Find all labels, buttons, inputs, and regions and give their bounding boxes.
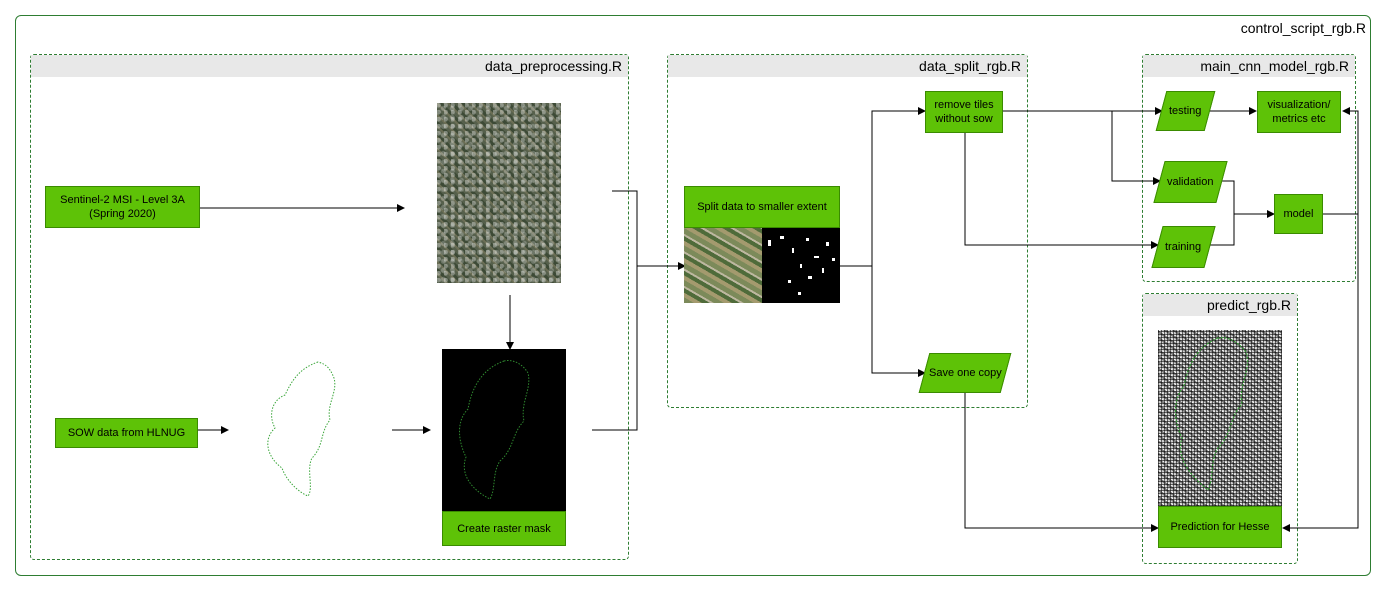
hesse-outline-shape bbox=[267, 361, 336, 497]
training-node[interactable]: training bbox=[1151, 226, 1216, 268]
model-label: model bbox=[1283, 208, 1314, 220]
cnn-container: main_cnn_model_rgb.R bbox=[1142, 54, 1356, 282]
split-extent-node[interactable]: Split data to smaller extent bbox=[684, 186, 840, 228]
edge-remove-to-training bbox=[964, 133, 1159, 249]
split-extent-label: Split data to smaller extent bbox=[697, 201, 827, 213]
edge-fork-to-save bbox=[871, 266, 926, 377]
predict-container: predict_rgb.R bbox=[1142, 293, 1298, 564]
prediction-image bbox=[1158, 330, 1282, 506]
edge-training-to-model bbox=[1210, 214, 1235, 246]
prediction-node[interactable]: Prediction for Hesse bbox=[1158, 506, 1282, 548]
predict-title: predict_rgb.R bbox=[1143, 294, 1297, 316]
remove-tiles-line1: remove tiles bbox=[934, 99, 994, 111]
split-tile-mask bbox=[762, 228, 840, 303]
control-script-title: control_script_rgb.R bbox=[1240, 20, 1366, 36]
visualization-node[interactable]: visualization/ metrics etc bbox=[1257, 91, 1341, 133]
visualization-line2: metrics etc bbox=[1272, 113, 1326, 125]
sentinel-node[interactable]: Sentinel-2 MSI - Level 3A (Spring 2020) bbox=[45, 186, 200, 228]
preprocessing-container: data_preprocessing.R bbox=[30, 54, 629, 560]
edge-fork-to-remove bbox=[871, 107, 926, 266]
edge-save-to-prediction bbox=[964, 393, 1159, 532]
mask-outline-icon bbox=[459, 360, 530, 500]
edge-mask-to-split bbox=[592, 266, 638, 431]
split-container: data_split_rgb.R bbox=[667, 54, 1028, 408]
model-node[interactable]: model bbox=[1274, 194, 1323, 234]
remove-tiles-node[interactable]: remove tiles without sow bbox=[925, 91, 1003, 133]
split-tile-rgb bbox=[684, 228, 762, 303]
edge-right-to-prediction bbox=[1282, 214, 1359, 532]
prediction-outline-icon bbox=[1174, 337, 1248, 491]
sentinel-label-line1: Sentinel-2 MSI - Level 3A bbox=[60, 194, 185, 206]
mask-specks-icon bbox=[768, 236, 835, 295]
sow-label: SOW data from HLNUG bbox=[67, 427, 186, 439]
edge-validation-to-model bbox=[1220, 180, 1275, 218]
create-raster-mask-label: Create raster mask bbox=[457, 522, 551, 535]
sentinel-image bbox=[437, 103, 561, 283]
save-copy-node[interactable]: Save one copy bbox=[918, 353, 1012, 393]
control-script-container: control_script_rgb.R bbox=[15, 15, 1371, 576]
edge-remove-to-validation bbox=[1111, 111, 1161, 185]
sentinel-label-line2: (Spring 2020) bbox=[89, 208, 156, 220]
edge-image-to-split bbox=[612, 190, 686, 270]
save-copy-label: Save one copy bbox=[928, 367, 1002, 379]
preprocessing-title: data_preprocessing.R bbox=[31, 55, 628, 77]
training-label: training bbox=[1165, 241, 1202, 253]
edge-right-to-vis bbox=[1342, 107, 1359, 214]
raster-mask-image bbox=[442, 349, 566, 511]
visualization-line1: visualization/ bbox=[1267, 99, 1331, 111]
cnn-title: main_cnn_model_rgb.R bbox=[1143, 55, 1355, 77]
validation-node[interactable]: validation bbox=[1153, 161, 1228, 203]
validation-label: validation bbox=[1167, 176, 1214, 188]
testing-label: testing bbox=[1169, 105, 1202, 117]
create-raster-mask-button[interactable]: Create raster mask bbox=[442, 511, 566, 546]
prediction-label: Prediction for Hesse bbox=[1170, 521, 1270, 533]
sow-node[interactable]: SOW data from HLNUG bbox=[55, 418, 198, 448]
remove-tiles-line2: without sow bbox=[935, 113, 993, 125]
split-title: data_split_rgb.R bbox=[668, 55, 1027, 77]
